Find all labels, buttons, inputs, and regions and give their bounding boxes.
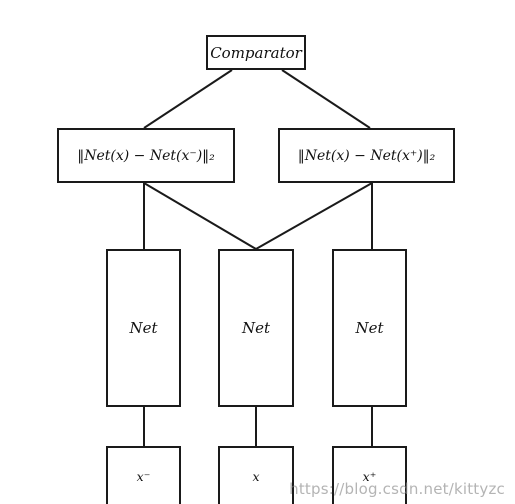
right-input-box: x⁺ <box>332 446 407 504</box>
right-input-label: x⁺ <box>362 468 377 484</box>
left-input-box: x⁻ <box>106 446 181 504</box>
center-input-label: x <box>252 468 260 484</box>
comparator-box: Comparator <box>206 35 306 70</box>
center-net-label: Net <box>241 319 271 337</box>
right-net-label: Net <box>355 319 384 337</box>
comparator-label: Comparator <box>210 43 302 62</box>
watermark-text: https://blog.csdn.net/kittyzc <box>289 480 505 498</box>
right-net-box: Net <box>332 249 407 407</box>
connector-right-distance-to-center-net <box>255 182 373 250</box>
connector-comparator-to-right-distance <box>281 69 371 129</box>
right-distance-label: ‖Net(x) − Net(x⁺)‖₂ <box>297 147 436 164</box>
left-distance-label: ‖Net(x) − Net(x⁻)‖₂ <box>77 147 215 164</box>
left-net-label: Net <box>129 319 158 337</box>
right-distance-box: ‖Net(x) − Net(x⁺)‖₂ <box>278 128 455 183</box>
connector-left-distance-to-center-net <box>143 182 257 250</box>
left-distance-box: ‖Net(x) − Net(x⁻)‖₂ <box>57 128 235 183</box>
center-net-box: Net <box>218 249 294 407</box>
left-input-label: x⁻ <box>136 468 151 484</box>
connector-comparator-to-left-distance <box>143 69 233 129</box>
center-input-box: x <box>218 446 294 504</box>
left-net-box: Net <box>106 249 181 407</box>
